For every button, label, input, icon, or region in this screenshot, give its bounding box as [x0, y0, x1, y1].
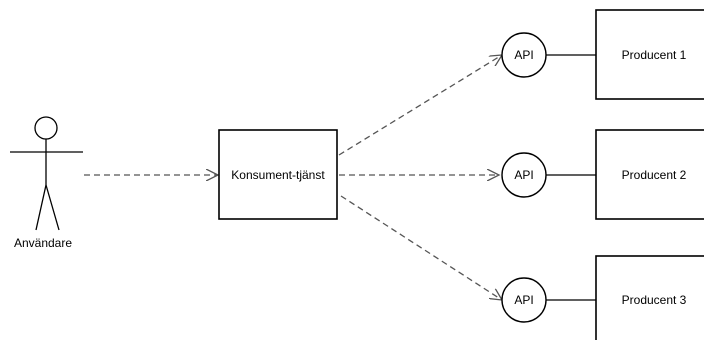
actor-right-leg — [45, 184, 60, 231]
api-label-1: API — [514, 48, 533, 62]
actor-label: Användare — [14, 236, 72, 250]
producer-label-3: Producent 3 — [622, 293, 687, 307]
edge-consumer-to-api-1 — [338, 55, 502, 156]
api-label-2: API — [514, 168, 533, 182]
consumer-service-box — [218, 129, 338, 220]
actor-figure — [10, 116, 83, 231]
producer-box-3 — [595, 255, 704, 340]
producer-label-2: Producent 2 — [622, 168, 687, 182]
producer-box-2 — [595, 129, 704, 220]
actor-left-leg — [35, 184, 47, 231]
producer-label-1: Producent 1 — [622, 48, 687, 62]
edge-consumer-to-api-3 — [340, 195, 502, 300]
actor-head — [34, 116, 58, 140]
producer-box-1 — [595, 9, 704, 100]
api-label-3: API — [514, 293, 533, 307]
consumer-service-label: Konsument-tjänst — [231, 168, 325, 182]
